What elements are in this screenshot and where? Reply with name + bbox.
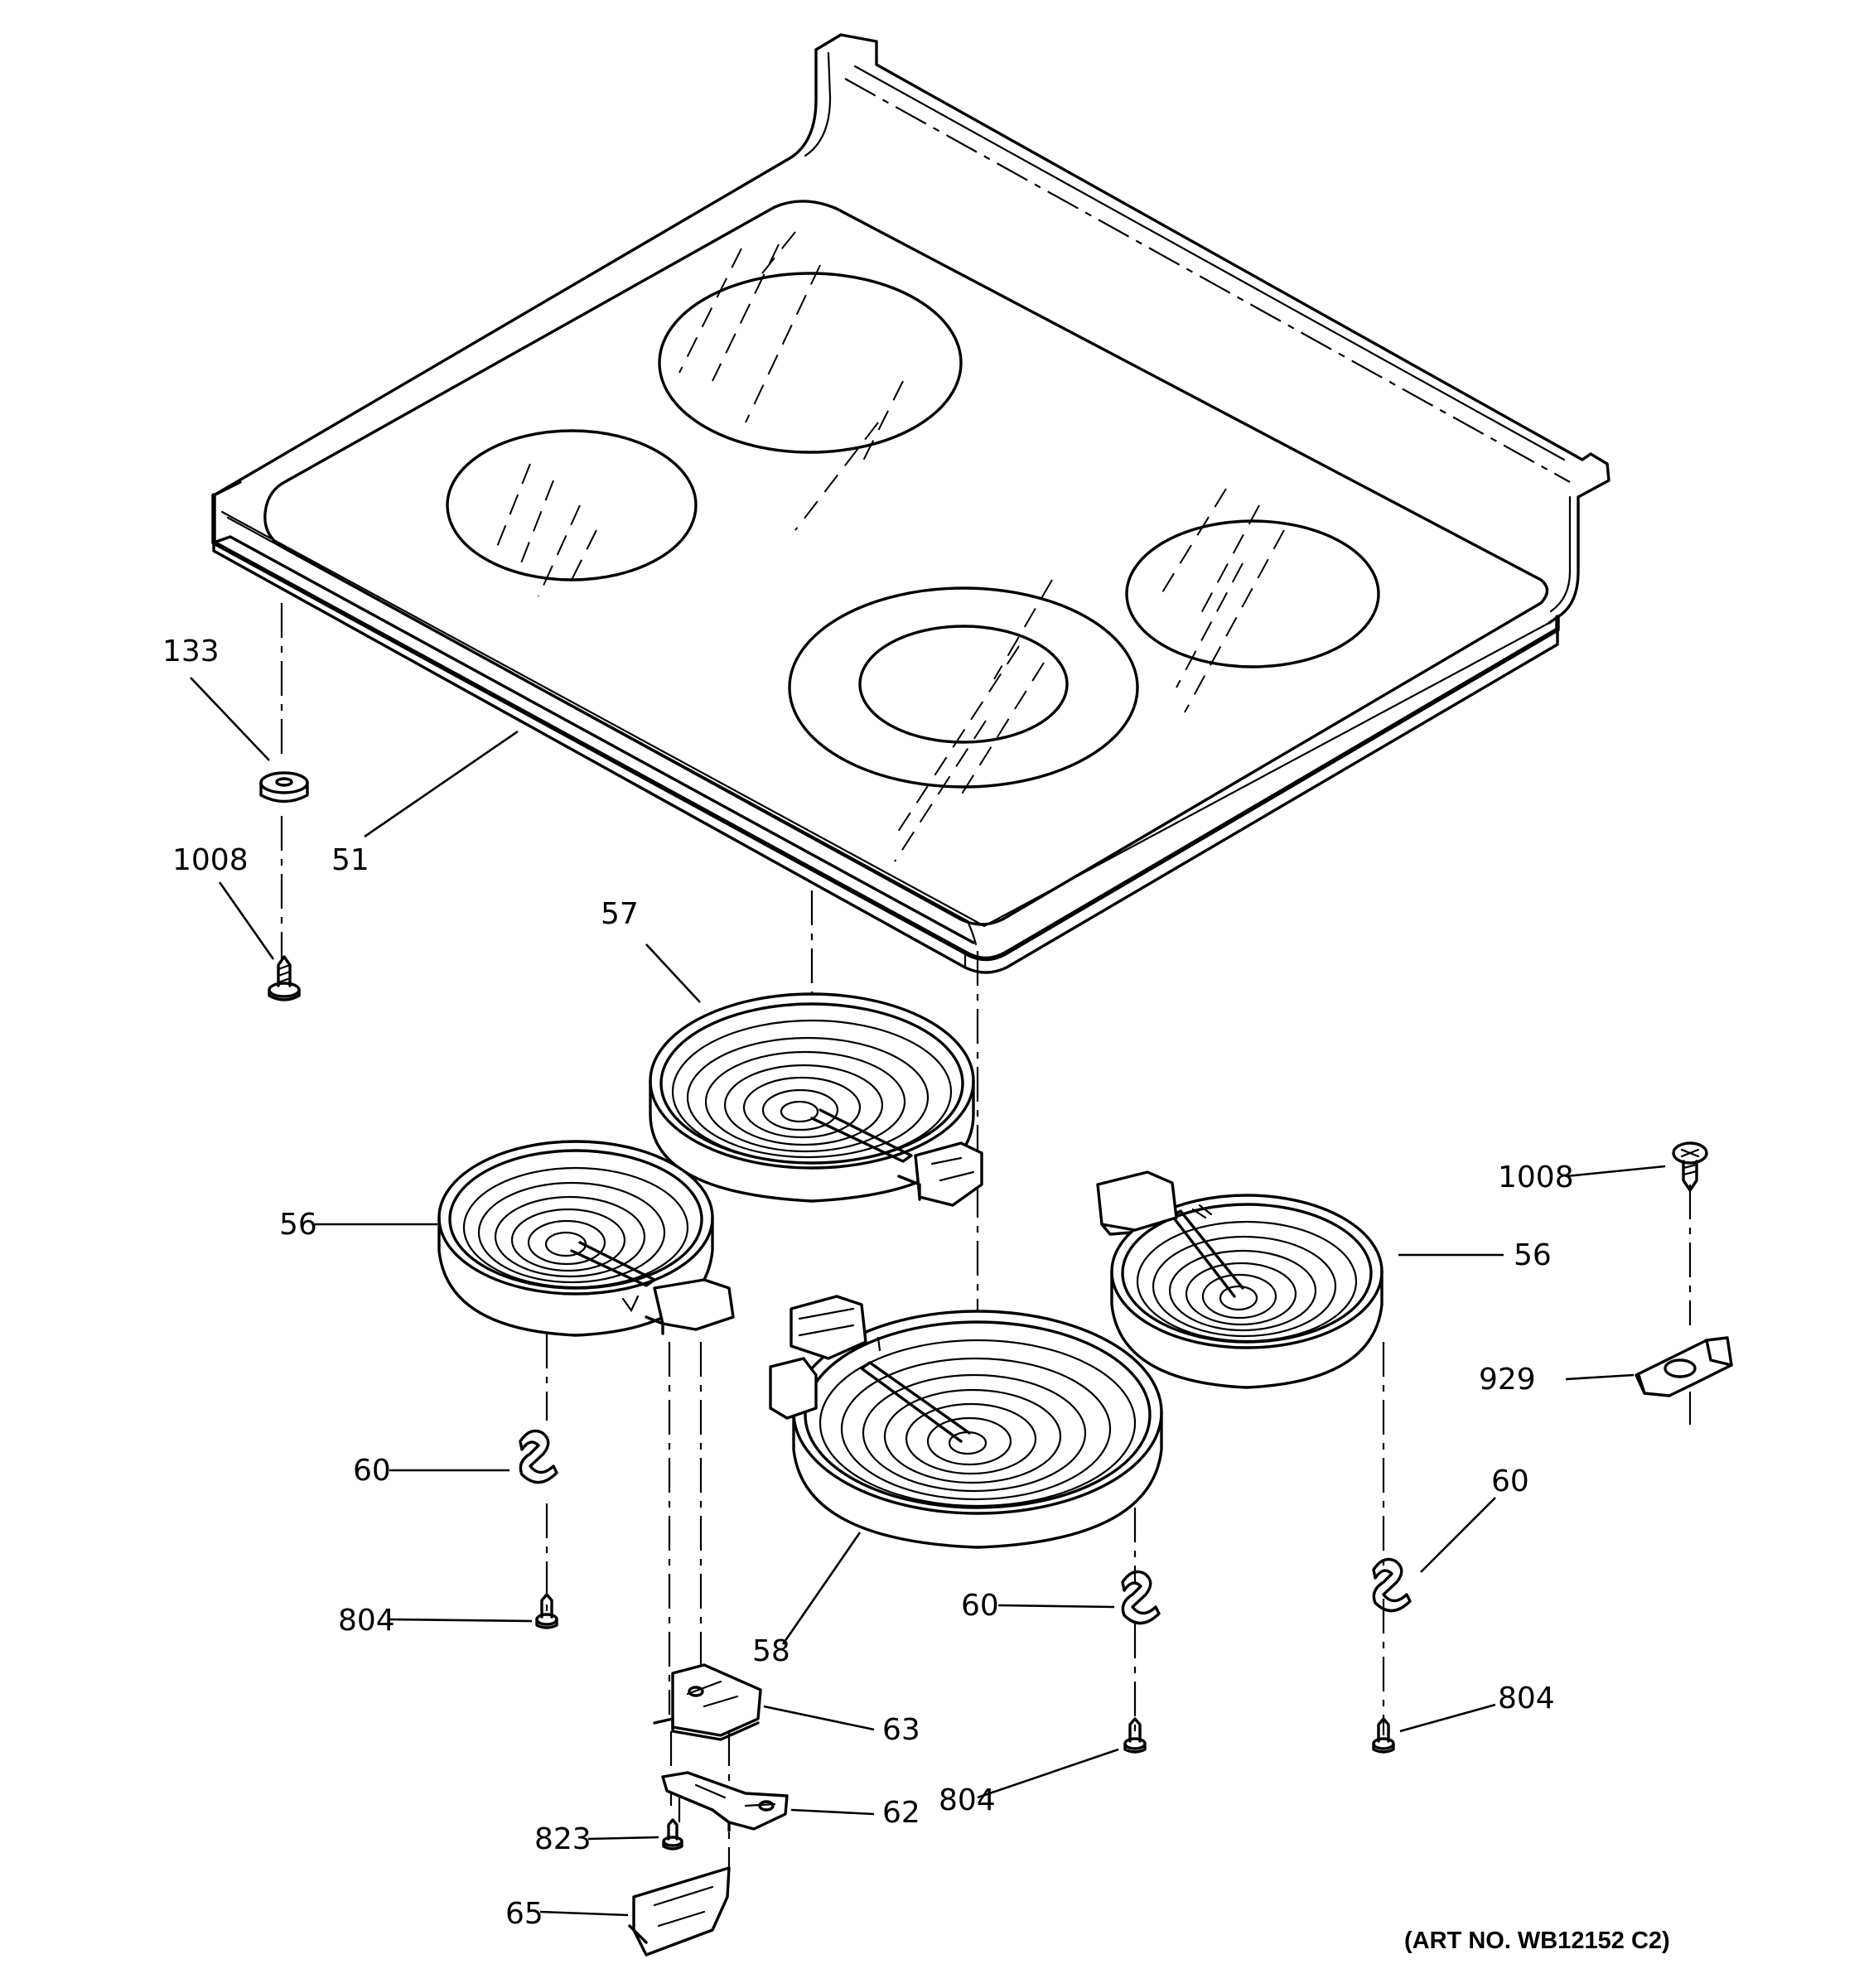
screw-1008-left (268, 955, 301, 1001)
grommet-133 (259, 771, 309, 803)
screw-823 (662, 1818, 683, 1850)
bracket-929 (1635, 1336, 1733, 1397)
label-1008-left: 1008 (172, 843, 249, 877)
label-60-left: 60 (353, 1454, 391, 1488)
screw-804-middle (1123, 1717, 1147, 1754)
part-labels: 133 1008 51 57 56 56 60 60 60 58 804 804… (162, 635, 1574, 1931)
leader-lines (190, 677, 1666, 1917)
burner-57 (649, 992, 983, 1207)
label-804-right: 804 (1498, 1682, 1555, 1715)
label-823: 823 (534, 1822, 592, 1856)
screw-804-left (535, 1593, 558, 1629)
clip-60-middle (1121, 1570, 1161, 1625)
label-56-right: 56 (1514, 1238, 1552, 1272)
label-56-left: 56 (279, 1208, 317, 1242)
burner-56-left (437, 1140, 735, 1337)
cooktop-glass (211, 33, 1610, 974)
label-929: 929 (1479, 1363, 1536, 1397)
label-63: 63 (882, 1713, 920, 1747)
label-65: 65 (505, 1897, 543, 1931)
burner-56-right (1096, 1170, 1384, 1389)
clip-60-left (519, 1429, 558, 1484)
label-804-left: 804 (338, 1604, 395, 1638)
label-57: 57 (601, 897, 639, 931)
label-62: 62 (882, 1796, 920, 1830)
label-60-right: 60 (1491, 1464, 1529, 1498)
label-804-middle: 804 (939, 1783, 996, 1817)
bracket-63 (653, 1663, 762, 1741)
label-133: 133 (162, 635, 220, 668)
label-51: 51 (331, 843, 369, 877)
bracket-65 (628, 1866, 731, 1957)
label-60-middle: 60 (961, 1589, 999, 1623)
label-1008-right: 1008 (1498, 1160, 1574, 1194)
clip-60-right (1372, 1557, 1412, 1613)
label-58: 58 (752, 1634, 790, 1668)
bracket-62 (661, 1771, 789, 1832)
art-number: (ART NO. WB12152 C2) (1404, 1928, 1670, 1954)
burner-58 (769, 1295, 1163, 1549)
screw-804-right (1372, 1717, 1395, 1754)
screw-1008-right (1672, 1141, 1708, 1192)
